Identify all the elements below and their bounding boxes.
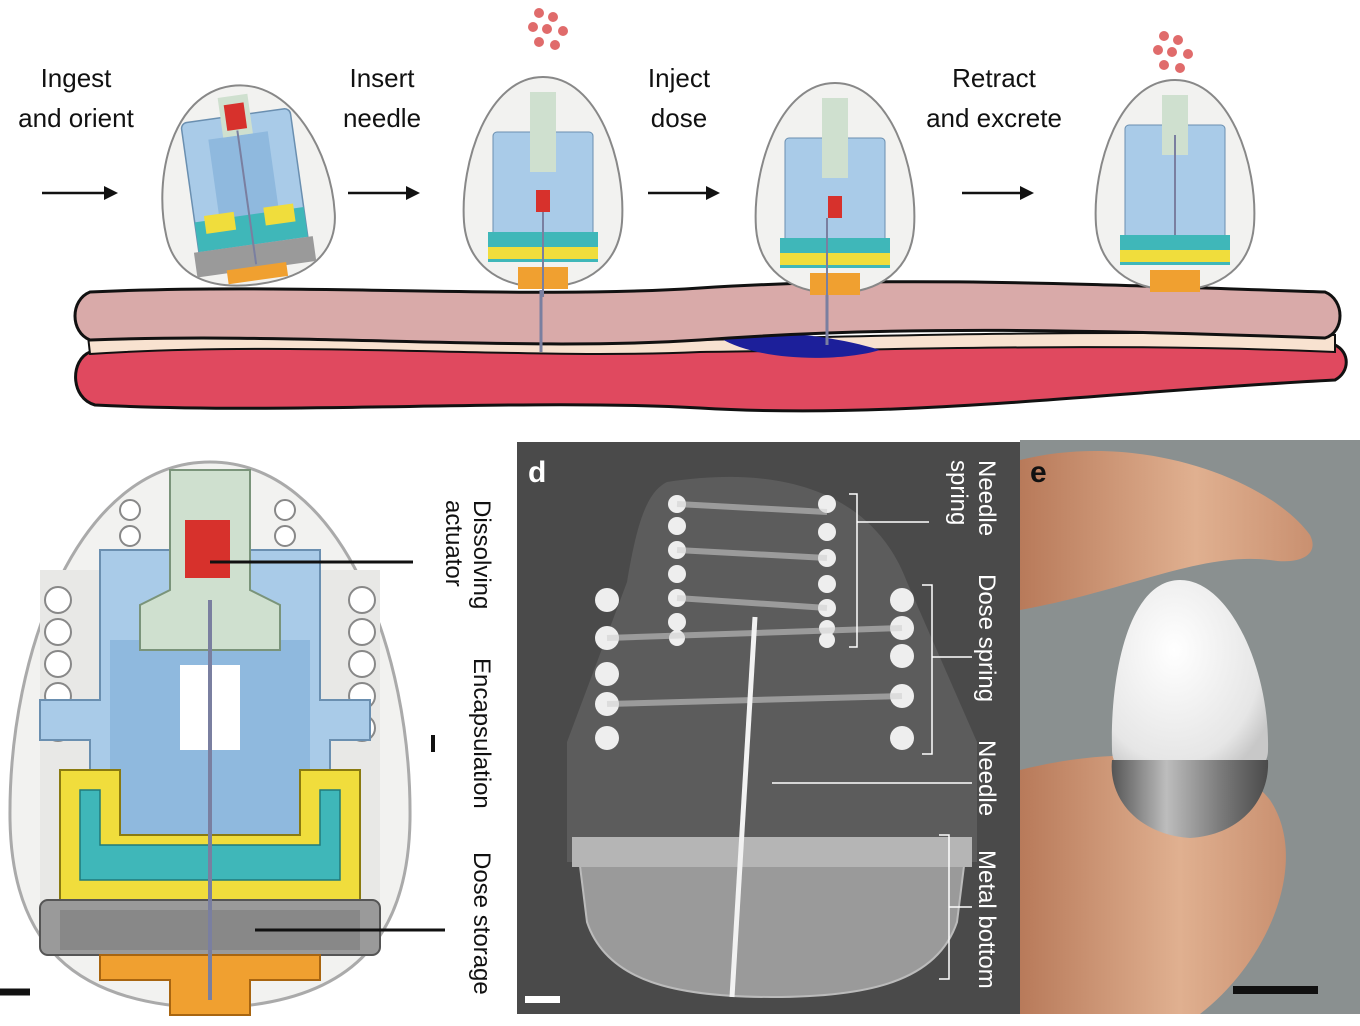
panel-c-leader-lines bbox=[0, 560, 445, 996]
label-dose-storage: Dose storage bbox=[468, 852, 495, 995]
scale-bar-d bbox=[525, 996, 560, 1003]
particles-icon bbox=[528, 8, 568, 50]
tissue-layers bbox=[73, 280, 1348, 413]
capsule-photo bbox=[1020, 440, 1360, 1014]
capsule-step-inject bbox=[754, 81, 916, 303]
label-dose-spring: Dose spring bbox=[973, 574, 1000, 703]
arrow-right-icon bbox=[962, 186, 1034, 200]
capsule-cross-section bbox=[8, 460, 412, 1016]
particles-icon bbox=[1153, 31, 1193, 73]
arrow-right-icon bbox=[648, 186, 720, 200]
label-encapsulation: Encapsulation bbox=[468, 658, 495, 809]
label-needle-spring: Needle spring bbox=[945, 460, 1000, 537]
microct-image bbox=[517, 442, 1027, 1014]
scale-bar-e bbox=[1233, 986, 1318, 994]
panel-letter-e: e bbox=[1030, 456, 1047, 489]
label-needle: Needle bbox=[973, 740, 1000, 817]
dose-bolus bbox=[720, 333, 880, 358]
arrow-right-icon bbox=[348, 186, 420, 200]
capsule-step-retract bbox=[1094, 78, 1256, 292]
capsule-step-insert bbox=[462, 75, 624, 297]
label-dissolving-actuator: Dissolving actuator bbox=[440, 500, 495, 610]
dissolving-actuator-block bbox=[185, 520, 230, 578]
panel-letter-d: d bbox=[528, 456, 547, 489]
tissue-top-layer bbox=[73, 280, 1342, 346]
capsule-step-ingest bbox=[161, 84, 336, 287]
label-metal-bottom: Metal bottom bbox=[973, 850, 1000, 989]
arrow-right-icon bbox=[42, 186, 118, 200]
